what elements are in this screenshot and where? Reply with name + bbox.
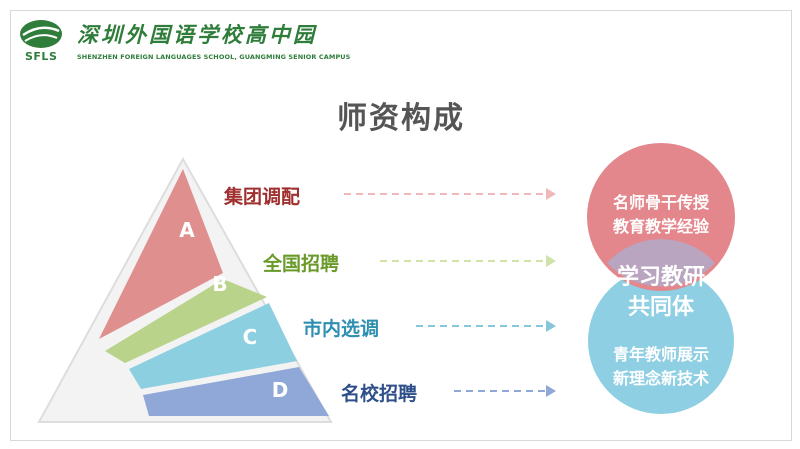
arrow-d xyxy=(454,385,556,397)
layer-letter-c: C xyxy=(243,325,258,349)
arrow-a xyxy=(344,188,556,200)
label-elite-school-recruitment: 名校招聘 xyxy=(341,383,418,405)
circle-bottom xyxy=(588,268,734,414)
circle-bottom-line-1: 青年教师展示 xyxy=(612,345,709,364)
arrow-c xyxy=(416,320,556,332)
arrow-b xyxy=(380,255,556,267)
logo-abbreviation: SFLS xyxy=(25,50,58,63)
school-name-chinese: 深圳外国语学校高中园 xyxy=(77,22,317,47)
layer-letter-a: A xyxy=(179,218,195,242)
slide: SFLS 深圳外国语学校高中园 SHENZHEN FOREIGN LANGUAG… xyxy=(10,10,792,441)
label-national-recruitment: 全国招聘 xyxy=(263,253,340,275)
slide-title: 师资构成 xyxy=(337,101,465,136)
circle-bottom-line-2: 新理念新技术 xyxy=(612,369,709,388)
circle-top-line-1: 名师骨干传授 xyxy=(612,193,709,212)
school-name-english: SHENZHEN FOREIGN LANGUAGES SCHOOL, GUANG… xyxy=(77,53,351,61)
circle-middle-line-1: 学习教研 xyxy=(616,265,705,290)
circle-overlap xyxy=(607,239,715,287)
circle-middle-line-2: 共同体 xyxy=(627,295,694,320)
pyramid-layer-a xyxy=(99,169,223,339)
pyramid-diagram: A B C D xyxy=(37,143,735,423)
label-city-selection: 市内选调 xyxy=(303,318,380,340)
school-logo: SFLS 深圳外国语学校高中园 SHENZHEN FOREIGN LANGUAG… xyxy=(19,17,359,67)
pyramid-layer-c xyxy=(129,303,297,389)
layer-letter-d: D xyxy=(272,378,289,402)
circle-top-line-2: 教育教学经验 xyxy=(612,217,709,236)
pyramid-layer-b xyxy=(105,279,267,363)
pyramid-layer-d xyxy=(143,367,329,416)
school-emblem-icon xyxy=(20,20,62,48)
layer-letter-b: B xyxy=(212,272,227,296)
label-group-deployment: 集团调配 xyxy=(224,186,301,208)
